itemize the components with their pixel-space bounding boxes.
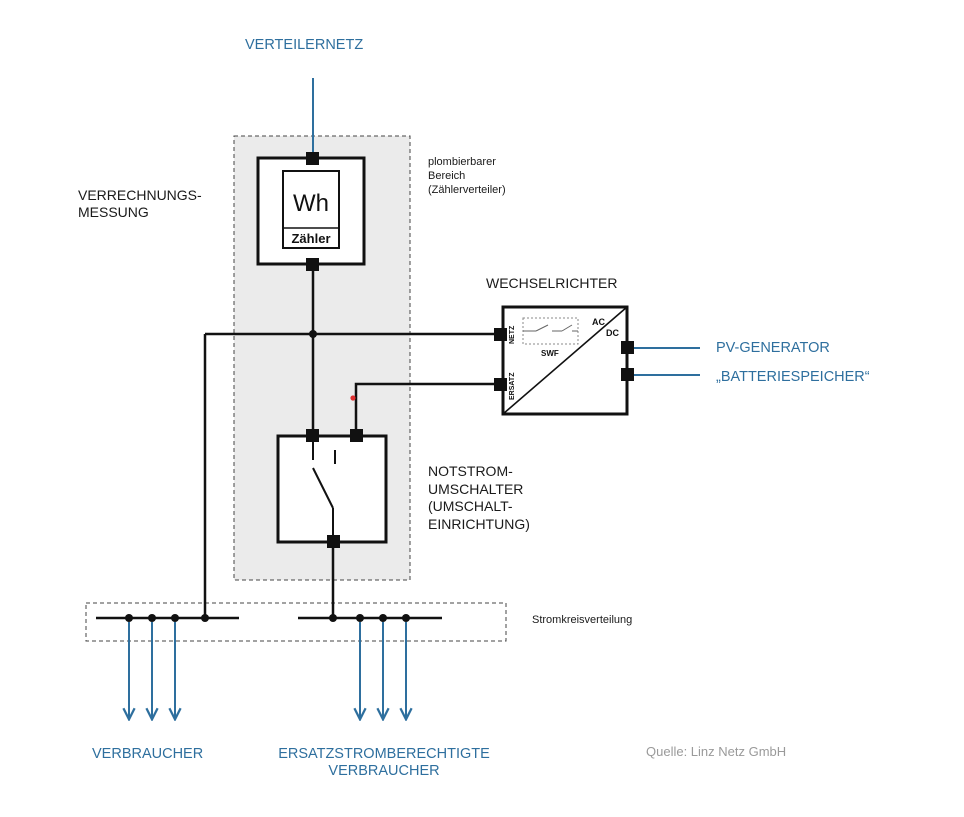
bus-dot-right-2 — [356, 614, 364, 622]
swf-contact-1 — [535, 324, 549, 332]
verteilernetz-label: VERTEILERNETZ — [245, 37, 364, 53]
swf-contact-2 — [561, 324, 573, 332]
inverter-dc: DC — [606, 328, 619, 338]
verrechnung-line-1: VERRECHNUNGS- — [78, 187, 202, 203]
bus-dot-left-4 — [201, 614, 209, 622]
red-marker — [350, 395, 356, 401]
inverter-terminal-netz — [494, 328, 507, 341]
switch-blade — [312, 467, 334, 509]
ersatz-line-2: VERBRAUCHER — [328, 763, 440, 780]
inverter-netz: NETZ — [509, 325, 516, 344]
switch-terminal-right — [350, 429, 363, 442]
notstrom-line-4: EINRICHTUNG) — [428, 515, 530, 532]
inverter-terminal-battery — [621, 368, 634, 381]
bus-dot-right-4 — [402, 614, 410, 622]
verbraucher-label: VERBRAUCHER — [92, 746, 204, 762]
inverter-ac: AC — [592, 317, 605, 327]
source-credit: Quelle: Linz Netz GmbH — [646, 744, 787, 759]
notstrom-line-3: (UMSCHALT- — [428, 498, 513, 514]
plombierbar-line-3: (Zählerverteiler) — [428, 183, 506, 196]
meter-unit: Wh — [293, 190, 329, 217]
plombierbar-line-1: plombierbarer — [428, 156, 496, 168]
ersatz-verbraucher-label: ERSATZSTROMBERECHTIGTE VERBRAUCHER — [266, 746, 502, 781]
pv-generator-label: PV-GENERATOR — [716, 340, 830, 356]
inverter-diagonal — [502, 306, 628, 415]
stromkreisverteilung-label: Stromkreisverteilung — [532, 614, 633, 626]
switch-terminal-bottom — [327, 535, 340, 548]
bus-dot-right-3 — [379, 614, 387, 622]
notstrom-label: NOTSTROM- UMSCHALTER (UMSCHALT- EINRICHT… — [428, 463, 530, 533]
ersatz-line-1: ERSATZSTROMBERECHTIGTE — [278, 746, 490, 762]
batteriespeicher-label: „BATTERIESPEICHER“ — [716, 369, 870, 385]
inverter-swf: SWF — [541, 349, 559, 358]
meter-terminal-top — [306, 152, 319, 165]
meter-device — [282, 170, 340, 249]
plombierbar-line-2: Bereich — [428, 169, 466, 182]
bus-dot-left-1 — [125, 614, 133, 622]
bus-dot-right-1 — [329, 614, 337, 622]
bus-dot-left-3 — [171, 614, 179, 622]
meter-terminal-bottom — [306, 258, 319, 271]
ersatz-line — [354, 382, 500, 436]
distribution-area — [85, 602, 507, 642]
switch-terminal-left — [306, 429, 319, 442]
inverter-terminal-pv — [621, 341, 634, 354]
plombierbar-label: plombierbarer Bereich (Zählerverteiler) — [428, 156, 506, 197]
inverter-terminal-ersatz — [494, 378, 507, 391]
verrechnung-line-2: MESSUNG — [78, 203, 149, 220]
notstrom-line-1: NOTSTROM- — [428, 463, 513, 479]
verrechnung-label: VERRECHNUNGS- MESSUNG — [78, 187, 202, 221]
bus-dot-left-2 — [148, 614, 156, 622]
inverter-ersatz: ERSATZ — [509, 372, 516, 400]
wechselrichter-label: WECHSELRICHTER — [486, 275, 618, 291]
notstrom-line-2: UMSCHALTER — [428, 480, 524, 497]
meter-name: Zähler — [291, 231, 330, 246]
